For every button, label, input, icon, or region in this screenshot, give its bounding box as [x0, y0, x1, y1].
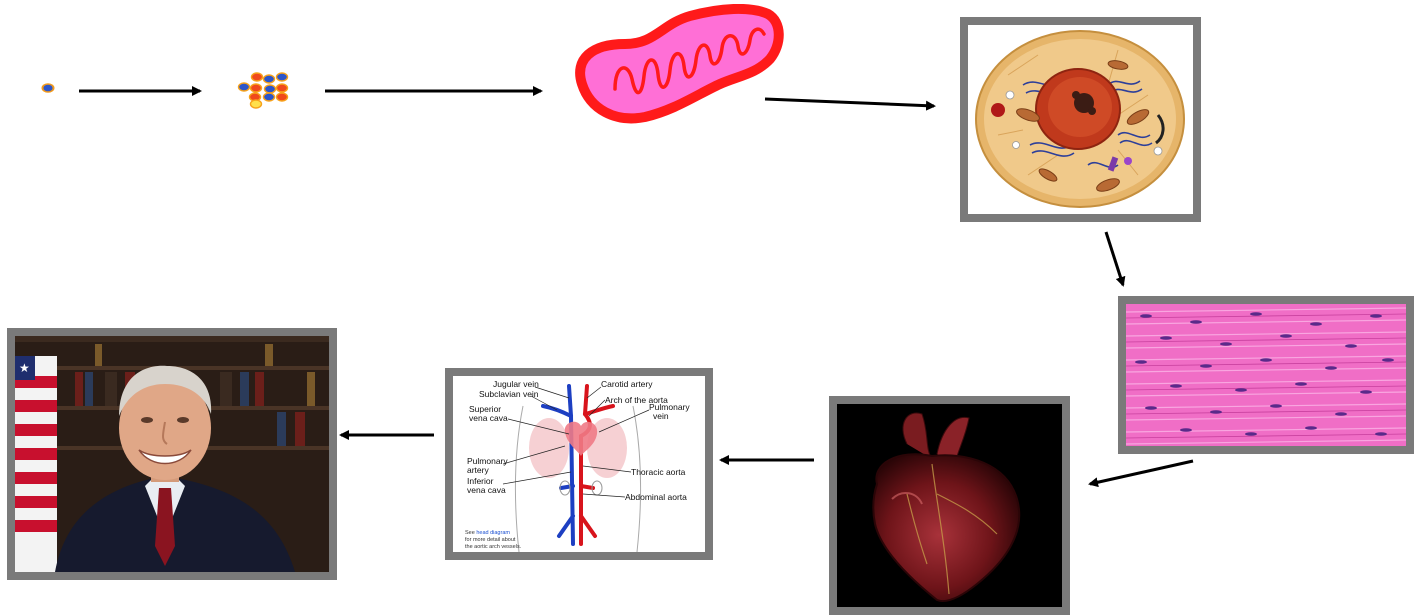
arrow-cell-to-tissue	[1106, 232, 1123, 285]
arrow-organelle-to-cell	[765, 99, 934, 106]
arrow-tissue-to-organ	[1090, 461, 1193, 484]
